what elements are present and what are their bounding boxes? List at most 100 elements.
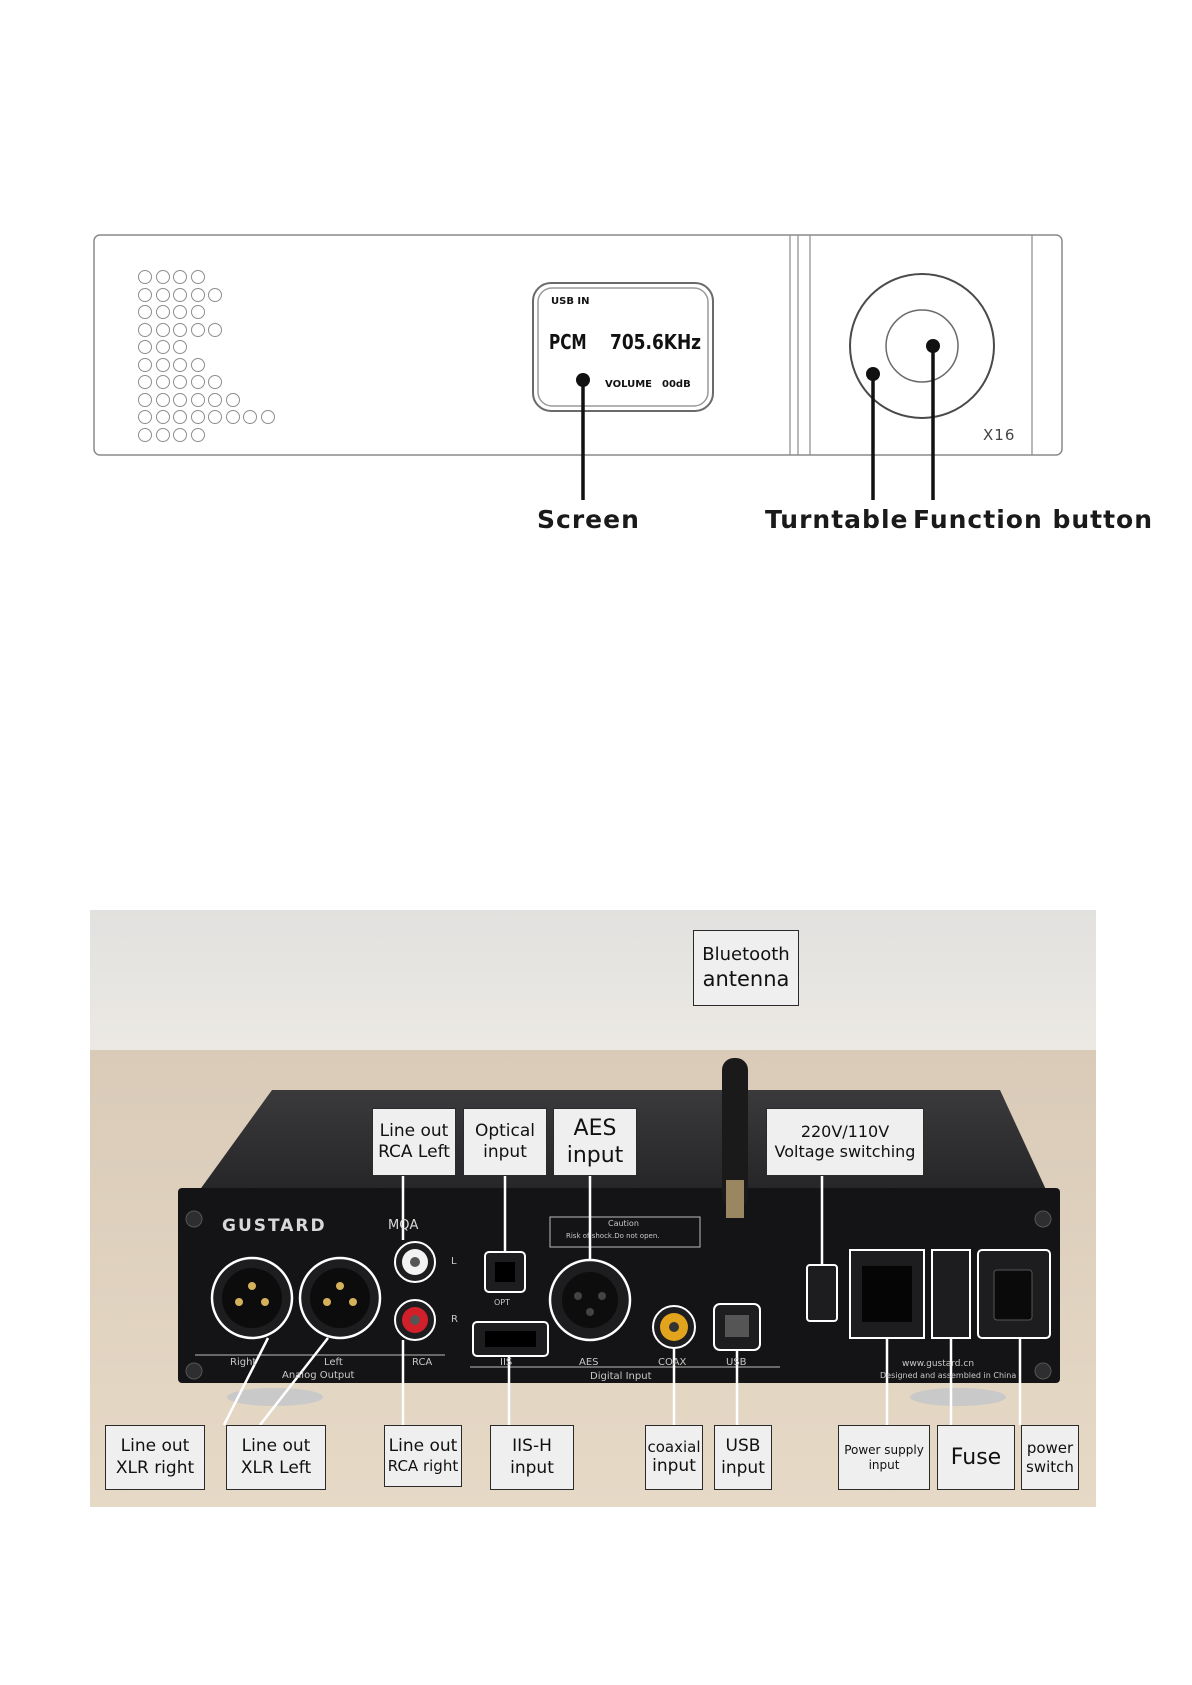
front-panel-drawing [93,234,1063,500]
vent-hole [138,287,152,302]
vent-hole [208,410,222,424]
vent-hole [208,375,222,389]
vent-hole [138,375,152,389]
lcd-sample-rate: 705.6KHz [610,330,702,354]
vent-hole [190,410,205,424]
vent-hole [173,305,187,319]
vent-hole [190,322,205,337]
lcd-screen-frame [532,282,714,412]
model-label: X16 [983,426,1016,444]
vent-row [138,287,278,306]
vent-row [138,340,278,358]
caution-sticker [549,1216,701,1248]
rear-panel-photo: GUSTARD MQA Caution Risk of shock.Do not… [90,910,1096,1507]
label-left: Left [324,1357,343,1368]
callout-function-button: Function button [913,505,1154,534]
callout-optical-input: Optical input [463,1108,547,1176]
vent-hole [190,305,205,319]
vent-hole [173,270,187,284]
callout-line-out-rca-right: Line out RCA right [384,1425,462,1487]
vent-row [138,305,278,323]
callout-screen: Screen [537,505,640,534]
vent-row [138,357,278,376]
vent-hole [190,427,205,442]
callout-voltage-switching: 220V/110V Voltage switching [766,1108,924,1176]
vent-hole [155,305,170,319]
vent-hole [173,427,187,442]
fuse-holder [931,1249,971,1339]
vent-hole [155,375,170,389]
callout-bluetooth-antenna: Bluetooth antenna [693,930,799,1006]
rear-panel-drawing [90,910,1096,1507]
callout-fuse: Fuse [937,1425,1015,1490]
label-usb: USB [726,1357,747,1368]
label-aes: AES [579,1357,599,1368]
vent-hole [155,270,170,284]
label-right: Right [230,1357,257,1368]
label-l: L [451,1256,457,1267]
label-iis: IIS [500,1357,513,1368]
chassis-outline [93,234,1063,456]
caution-title: Caution [608,1219,639,1228]
vent-hole [190,375,205,389]
lcd-volume-label: VOLUME [605,379,652,390]
label-coax: COAX [658,1357,687,1368]
vent-hole [155,410,170,424]
vent-hole [190,270,205,284]
vent-hole [208,287,222,302]
turntable-knob [849,273,995,419]
callout-line-out-rca-left: Line out RCA Left [372,1108,456,1176]
vent-hole [208,392,222,407]
vent-hole [138,270,152,284]
label-website: www.gustard.cn [902,1359,975,1369]
voltage-switch [806,1264,838,1322]
callout-coaxial-input: coaxial input [645,1425,703,1490]
label-rca: RCA [412,1357,433,1368]
front-panel-diagram: USB IN PCM 705.6KHz VOLUME 00dB X16 Scre… [0,0,1192,560]
vent-row [138,392,278,411]
callout-line-out-xlr-right: Line out XLR right [105,1425,205,1490]
vent-hole [173,357,187,372]
foot [227,1388,323,1406]
vent-hole [138,410,152,424]
vent-hole [173,410,187,424]
vent-row [138,410,278,428]
vent-hole [173,375,187,389]
vent-row [138,375,278,393]
vent-row [138,270,278,288]
lcd-source: USB IN [551,296,590,307]
callout-aes-input: AES input [553,1108,637,1176]
callout-iis-h-input: IIS-H input [490,1425,574,1490]
vent-hole [138,340,152,354]
vent-hole [190,287,205,302]
lcd-format: PCM [549,330,587,354]
vent-hole [155,322,170,337]
vent-hole [225,392,240,407]
mqa-logo: MQA [388,1218,419,1233]
vent-hole [138,357,152,372]
vent-hole [138,427,152,442]
callout-line-out-xlr-left: Line out XLR Left [226,1425,326,1490]
vent-hole [138,392,152,407]
foot [910,1388,1006,1406]
vent-hole [173,287,187,302]
label-opt: OPT [494,1298,511,1307]
callout-turntable: Turntable [765,505,909,534]
vent-hole [243,410,257,424]
lcd-volume-value: 00dB [662,379,691,390]
vent-hole [173,340,187,354]
vent-hole [155,287,170,302]
vent-hole [173,392,187,407]
vent-hole [155,392,170,407]
vent-hole [155,357,170,372]
vent-hole [190,357,205,372]
vent-hole [155,340,170,354]
ventilation-holes [138,270,278,445]
caution-text: Risk of shock.Do not open. [566,1232,660,1240]
brand-logo: GUSTARD [222,1216,327,1236]
label-analog-output: Analog Output [282,1370,355,1381]
label-made-in: Designed and assembled in China [880,1371,1017,1380]
callout-power-switch: power switch [1021,1425,1079,1490]
vent-hole [208,322,222,337]
bluetooth-antenna-shape [722,1058,748,1208]
